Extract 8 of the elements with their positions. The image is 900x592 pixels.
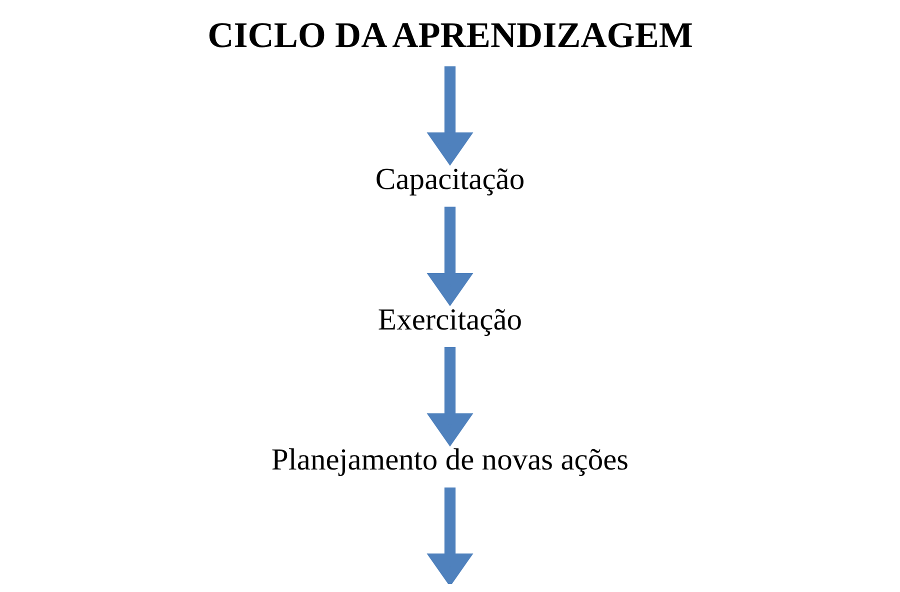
arrow (426, 347, 474, 447)
diagram-title: CICLO DA APRENDIZAGEM (208, 14, 693, 55)
arrow (426, 66, 474, 166)
node-text: Planejamento de novas ações (271, 442, 629, 477)
arrow (426, 206, 474, 306)
node-text: Capacitação (375, 162, 525, 196)
arrow (426, 488, 474, 584)
node-text: Exercitação (378, 302, 522, 336)
